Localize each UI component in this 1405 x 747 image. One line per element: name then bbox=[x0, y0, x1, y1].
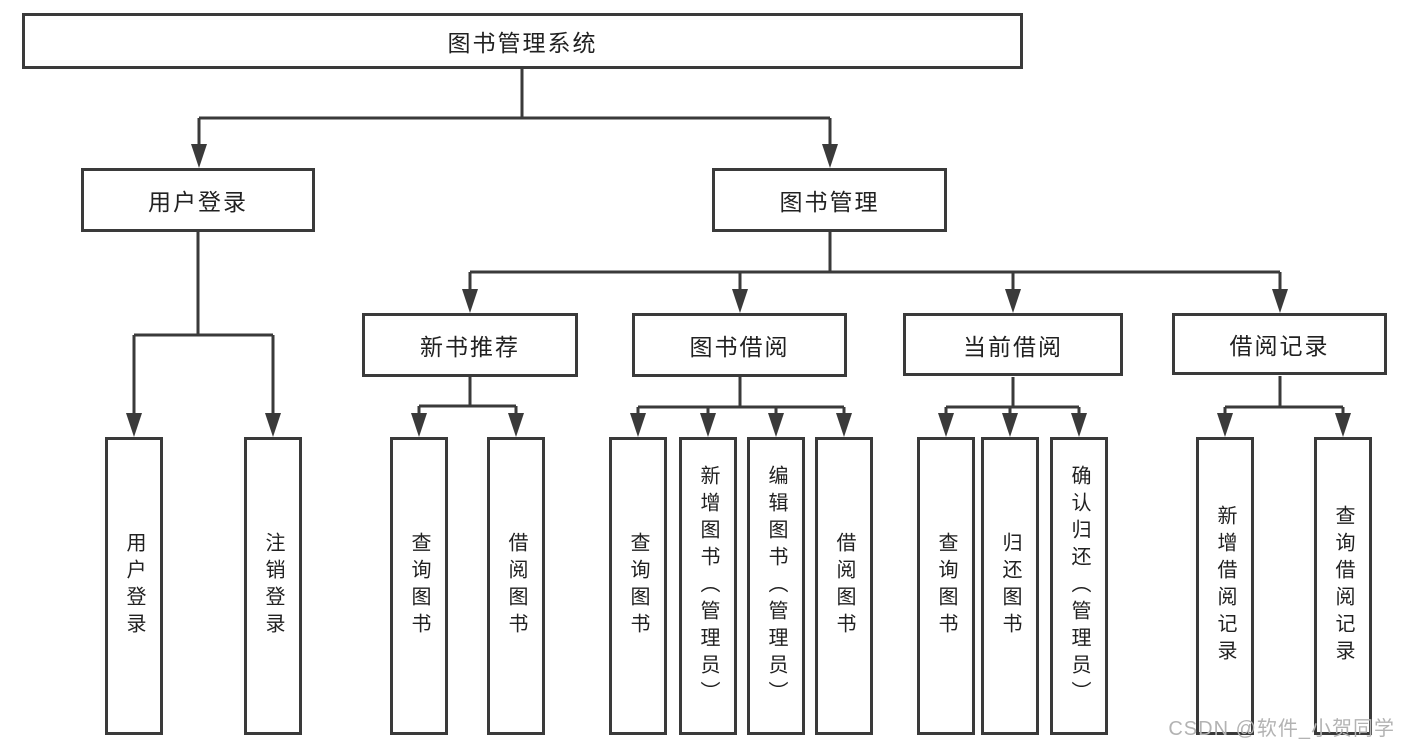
node-book-management: 图书管理 bbox=[712, 168, 947, 232]
node-library-system: 图书管理系统 bbox=[22, 13, 1023, 69]
leaf-logout: 注销登录 bbox=[244, 437, 302, 735]
leaf-bb-edit-books-admin: 编辑图书（管理员） bbox=[747, 437, 805, 735]
leaf-br-query-record: 查询借阅记录 bbox=[1314, 437, 1372, 735]
leaf-br-query-record-label: 查询借阅记录 bbox=[1332, 505, 1354, 667]
connector-root-to-level2 bbox=[197, 69, 832, 148]
leaf-cb-return-books: 归还图书 bbox=[981, 437, 1039, 735]
leaf-br-add-record-label: 新增借阅记录 bbox=[1214, 505, 1236, 667]
arrowheads-borrow-leaves bbox=[630, 413, 852, 437]
node-library-system-label: 图书管理系统 bbox=[447, 30, 598, 56]
leaf-bb-edit-books-admin-label: 编辑图书（管理员） bbox=[765, 464, 787, 708]
watermark: CSDN @软件_小贺同学 bbox=[1168, 718, 1395, 740]
node-user-login: 用户登录 bbox=[81, 168, 315, 232]
node-borrowing-records: 借阅记录 bbox=[1172, 313, 1387, 375]
leaf-rec-query-books: 查询图书 bbox=[390, 437, 448, 735]
node-user-login-label: 用户登录 bbox=[148, 189, 248, 215]
arrowheads-level3 bbox=[462, 289, 1288, 313]
connector-mgmt-to-level3 bbox=[468, 232, 1282, 293]
node-borrowing-records-label: 借阅记录 bbox=[1229, 333, 1330, 359]
node-new-book-recommend: 新书推荐 bbox=[362, 313, 578, 377]
leaf-bb-add-books-admin: 新增图书（管理员） bbox=[679, 437, 737, 735]
arrowheads-records-leaves bbox=[1217, 413, 1351, 437]
leaf-user-login-label: 用户登录 bbox=[123, 532, 145, 640]
arrowheads-login-leaves bbox=[126, 413, 281, 437]
connector-login-to-leaves bbox=[132, 232, 275, 417]
leaf-cb-query-books-label: 查询图书 bbox=[935, 532, 957, 640]
leaf-cb-query-books: 查询图书 bbox=[917, 437, 975, 735]
leaf-bb-borrow-books: 借阅图书 bbox=[815, 437, 873, 735]
leaf-bb-add-books-admin-label: 新增图书（管理员） bbox=[697, 464, 719, 708]
leaf-cb-confirm-return-admin-label: 确认归还（管理员） bbox=[1068, 464, 1090, 708]
connector-current-to-leaves bbox=[944, 377, 1081, 417]
node-book-management-label: 图书管理 bbox=[779, 189, 880, 215]
arrowheads-level2 bbox=[191, 144, 838, 168]
leaf-bb-query-books: 查询图书 bbox=[609, 437, 667, 735]
leaf-bb-borrow-books-label: 借阅图书 bbox=[833, 532, 855, 640]
connector-borrow-to-leaves bbox=[636, 377, 846, 417]
leaf-rec-borrow-books: 借阅图书 bbox=[487, 437, 545, 735]
leaf-br-add-record: 新增借阅记录 bbox=[1196, 437, 1254, 735]
node-new-book-recommend-label: 新书推荐 bbox=[420, 334, 520, 360]
node-current-borrowing: 当前借阅 bbox=[903, 313, 1123, 376]
arrowheads-current-leaves bbox=[938, 413, 1087, 437]
node-book-borrowing: 图书借阅 bbox=[632, 313, 847, 377]
leaf-rec-query-books-label: 查询图书 bbox=[408, 532, 430, 640]
leaf-rec-borrow-books-label: 借阅图书 bbox=[505, 532, 527, 640]
leaf-user-login: 用户登录 bbox=[105, 437, 163, 735]
connector-records-to-leaves bbox=[1223, 376, 1345, 417]
arrowheads-rec-leaves bbox=[411, 413, 524, 437]
node-book-borrowing-label: 图书借阅 bbox=[689, 334, 790, 360]
leaf-cb-confirm-return-admin: 确认归还（管理员） bbox=[1050, 437, 1108, 735]
leaf-bb-query-books-label: 查询图书 bbox=[627, 532, 649, 640]
node-current-borrowing-label: 当前借阅 bbox=[963, 333, 1063, 360]
connector-rec-to-leaves bbox=[417, 377, 518, 417]
leaf-logout-label: 注销登录 bbox=[262, 532, 284, 640]
leaf-cb-return-books-label: 归还图书 bbox=[999, 532, 1021, 640]
